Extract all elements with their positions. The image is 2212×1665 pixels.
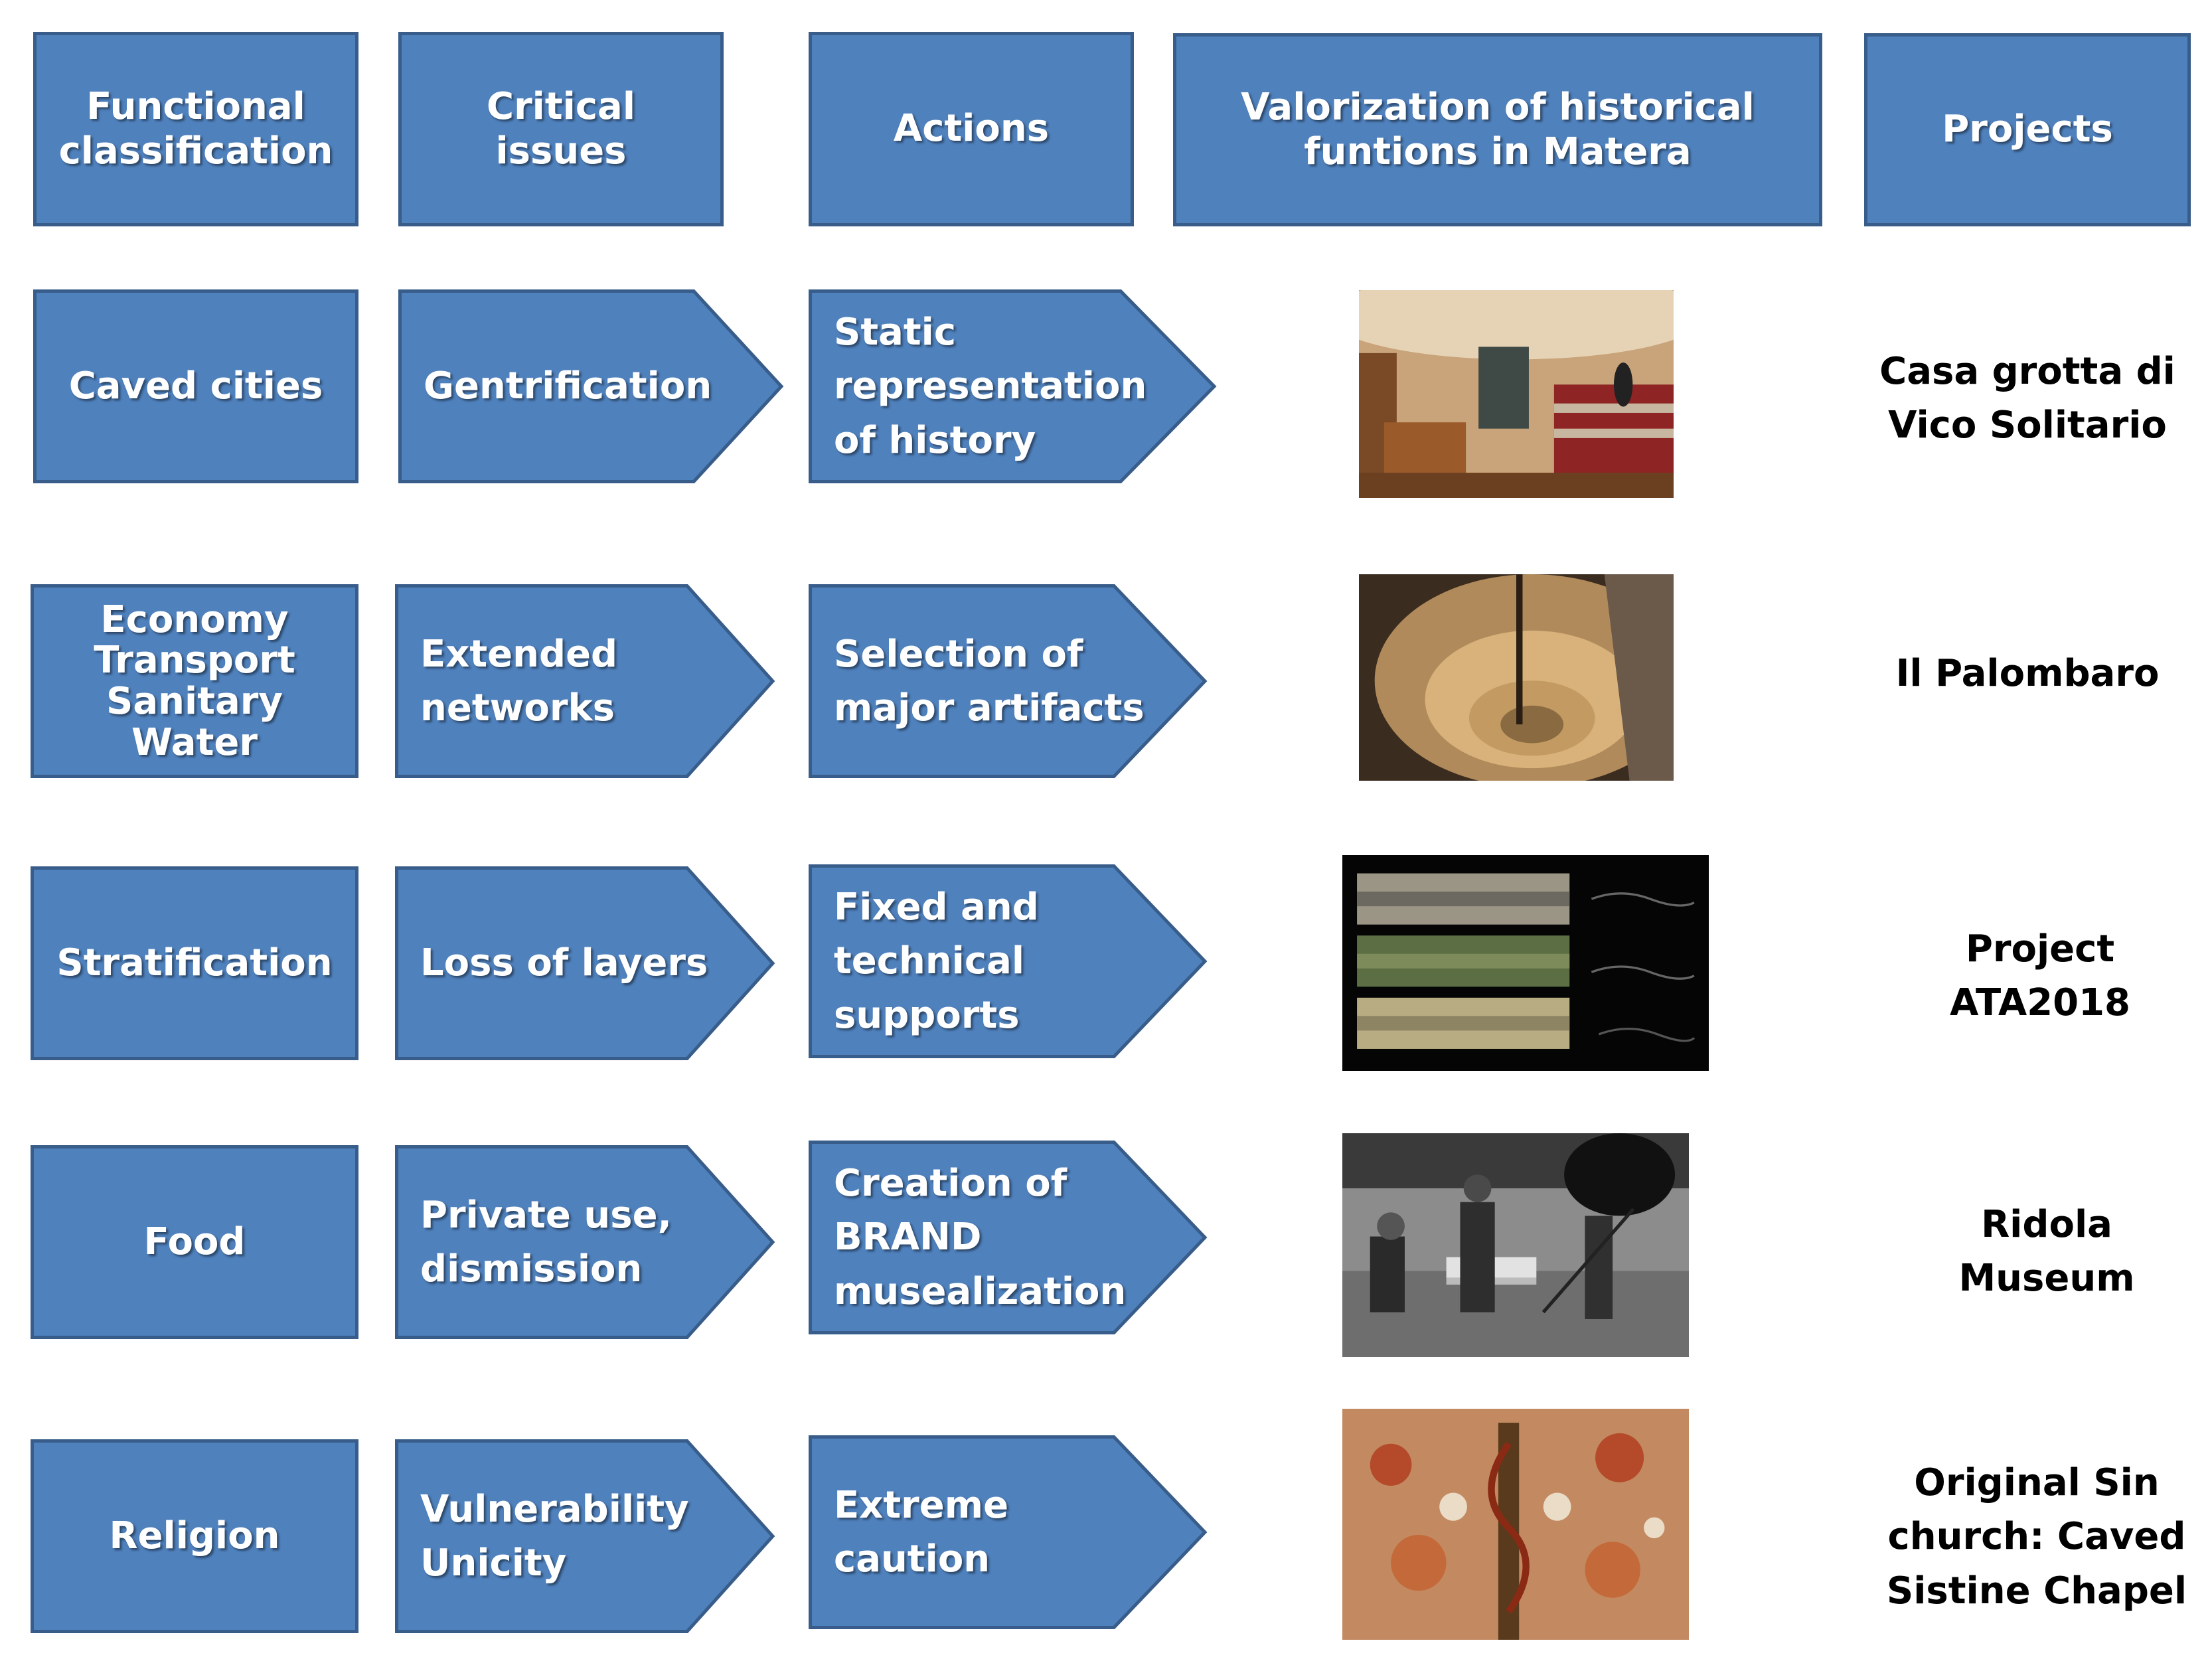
critical-arrow-private-use: Private use, dismission [395, 1145, 775, 1339]
bread-oven-image [1342, 1133, 1689, 1357]
action-label: Extreme caution [834, 1483, 1009, 1581]
photo-fresco-church [1342, 1409, 1689, 1640]
action-label: Selection of major artifacts [834, 632, 1145, 730]
action-arrow-selection-artifacts: Selection of major artifacts [809, 584, 1208, 778]
photo-cave-house-interior [1359, 290, 1674, 498]
action-label: Static representation of history [834, 311, 1147, 462]
functional-box-food: Food [31, 1145, 358, 1339]
critical-label: Vulnerability Unicity [420, 1487, 689, 1585]
arrow-shape [809, 584, 1208, 778]
cave-house-image [1359, 290, 1674, 498]
project-ata2018: Project ATA2018 [1949, 927, 2131, 1024]
critical-arrow-vulnerability: Vulnerability Unicity [395, 1439, 775, 1633]
critical-label: Private use, dismission [420, 1193, 672, 1291]
project-ridola-museum: Ridola Museum [1958, 1202, 2135, 1300]
arrow-shape [395, 866, 775, 1060]
arrow-shape [809, 289, 1217, 483]
critical-label: Loss of layers [420, 941, 708, 985]
layers-image [1342, 855, 1709, 1071]
action-arrow-extreme-caution: Extreme caution [809, 1435, 1208, 1629]
header-functional-classification: Functional classification [33, 32, 358, 226]
arrow-shape [395, 1145, 775, 1339]
project-original-sin-church: Original Sin church: Caved Sistine Chape… [1886, 1461, 2187, 1613]
action-arrow-static-representation: Static representation of history [809, 289, 1217, 483]
functional-box-caved-cities: Caved cities [33, 289, 358, 483]
critical-label: Gentrification [424, 364, 712, 408]
cistern-image [1359, 574, 1674, 781]
photo-palombaro-cistern [1359, 574, 1674, 781]
arrow-shape [809, 1141, 1208, 1334]
header-critical-issues: Critical issues [398, 32, 724, 226]
functional-box-economy-transport: Economy Transport Sanitary Water [31, 584, 358, 778]
action-label: Creation of BRAND musealization [834, 1162, 1127, 1313]
action-label: Fixed and technical supports [834, 886, 1039, 1037]
arrow-shape [809, 864, 1208, 1058]
header-valorization: Valorization of historical funtions in M… [1173, 33, 1822, 226]
header-actions: Actions [809, 32, 1134, 226]
header-projects: Projects [1864, 33, 2191, 226]
critical-label: Extended networks [420, 632, 618, 730]
fresco-image [1342, 1409, 1689, 1640]
photo-bread-oven [1342, 1133, 1689, 1357]
arrow-shape [395, 584, 775, 778]
arrow-shape [809, 1435, 1208, 1629]
arrow-shape [398, 289, 784, 483]
functional-box-religion: Religion [31, 1439, 358, 1633]
critical-arrow-extended-networks: Extended networks [395, 584, 775, 778]
action-arrow-fixed-supports: Fixed and technical supports [809, 864, 1208, 1058]
functional-box-stratification: Stratification [31, 866, 358, 1060]
project-il-palombaro: Il Palombaro [1895, 652, 2160, 696]
project-casa-grotta: Casa grotta di Vico Solitario [1879, 349, 2175, 447]
action-arrow-creation-brand: Creation of BRAND musealization [809, 1141, 1208, 1334]
arrow-shape [395, 1439, 775, 1633]
photo-ata2018-layers [1342, 855, 1709, 1071]
critical-arrow-loss-of-layers: Loss of layers [395, 866, 775, 1060]
critical-arrow-gentrification: Gentrification [398, 289, 784, 483]
